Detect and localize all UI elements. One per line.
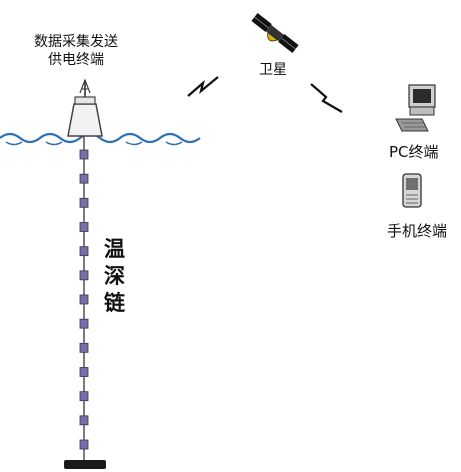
sea-surface-wave (0, 132, 201, 144)
chain-sensor-node (79, 246, 89, 257)
chain-sensor-node (79, 391, 89, 402)
buoy (67, 78, 103, 137)
anchor-weight (64, 460, 106, 469)
chain-sensor-node (79, 342, 89, 353)
mobile-phone-icon (402, 173, 422, 208)
pc-terminal-label: PC终端 (389, 143, 439, 161)
buoy-label-line2: 供电终端 (48, 52, 104, 68)
chain-label: 温深链 (104, 237, 125, 315)
satellite-label: 卫星 (259, 62, 287, 78)
lightning-signal-icon-pc (310, 83, 343, 113)
chain-sensor-node (79, 222, 89, 232)
satellite-icon (251, 13, 299, 53)
chain-sensor-node (79, 294, 89, 305)
chain-sensor-node (79, 318, 89, 329)
buoy-label-line1: 数据采集发送 (34, 34, 118, 50)
chain-sensor-node (79, 439, 89, 450)
chain-sensor-node (79, 173, 89, 184)
chain-sensor-node (79, 270, 89, 281)
chain-sensor-node (79, 149, 89, 160)
sea-surface-wave-2 (5, 141, 183, 146)
chain-sensor-node (79, 367, 89, 377)
desktop-computer-icon (395, 84, 436, 132)
lightning-signal-icon-buoy (187, 76, 219, 97)
chain-sensor-node (79, 415, 89, 426)
chain-nodes (79, 149, 89, 450)
mobile-terminal-label: 手机终端 (387, 222, 448, 240)
chain-sensor-node (79, 197, 89, 208)
